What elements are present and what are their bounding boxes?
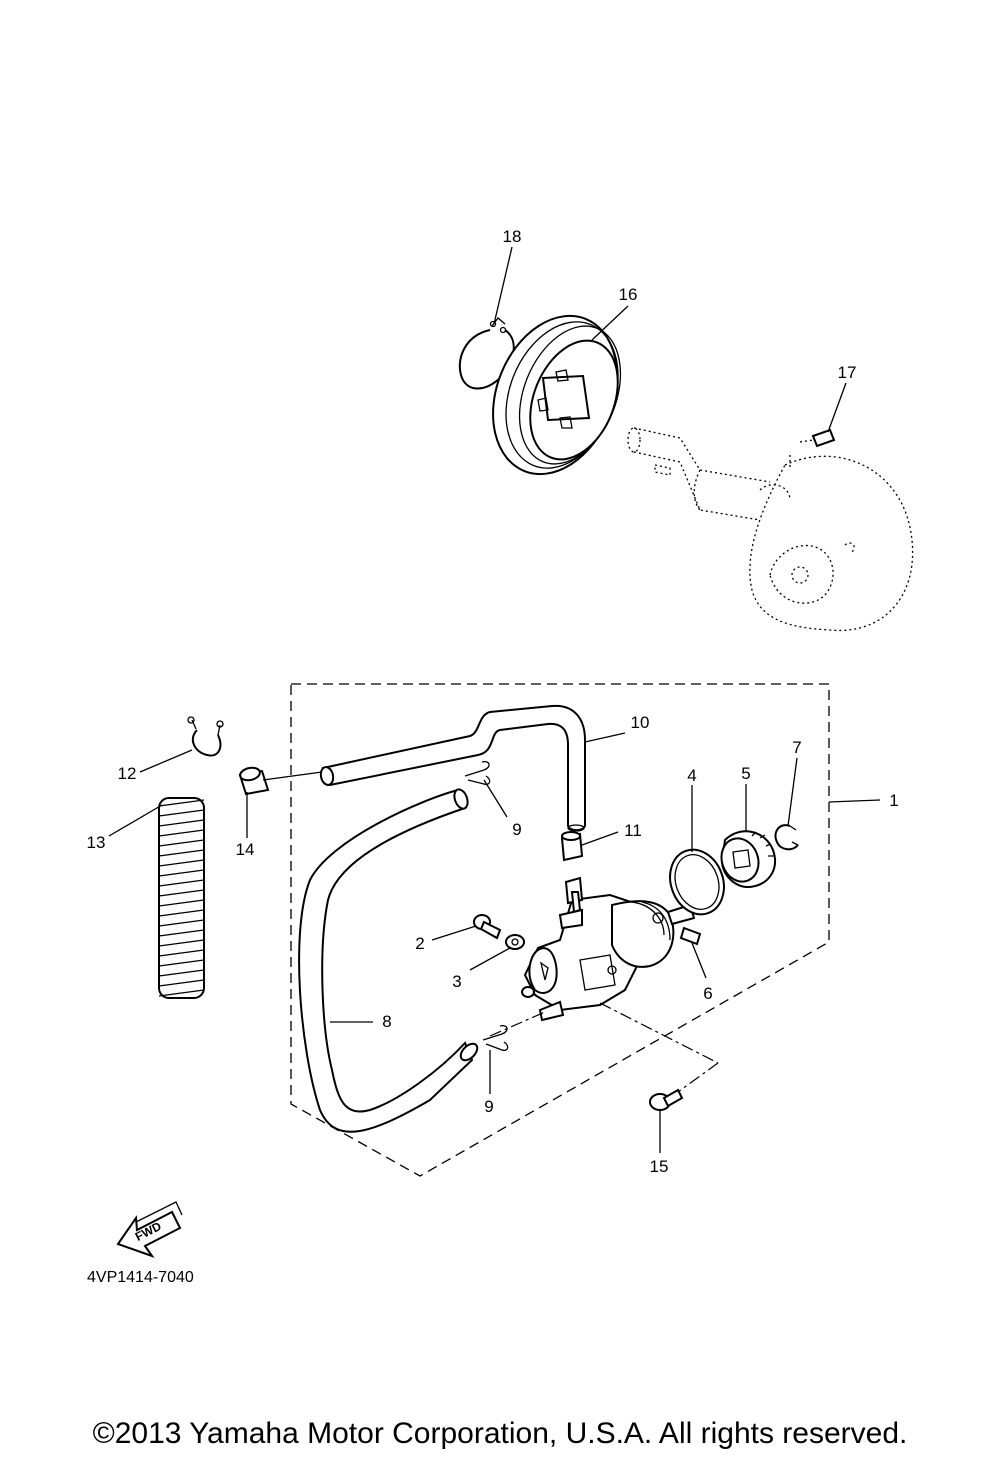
joint-14 — [238, 766, 270, 796]
clip-9-lower — [482, 1025, 509, 1052]
hose-8 — [298, 788, 479, 1133]
gear-5 — [720, 830, 776, 889]
bolt-2 — [473, 914, 502, 940]
callout-6: 6 — [703, 984, 712, 1003]
callout-4: 4 — [687, 766, 696, 785]
oil-pump-body — [521, 876, 696, 1022]
callout-16: 16 — [619, 285, 638, 304]
alignment-line — [677, 1062, 719, 1093]
fwd-arrow-icon: FWD — [116, 1201, 183, 1258]
washer-3 — [505, 934, 525, 950]
screw-15 — [649, 1088, 684, 1111]
pin-6 — [679, 926, 702, 946]
callout-10: 10 — [631, 713, 650, 732]
callout-12: 12 — [118, 764, 137, 783]
callout-9-lower: 9 — [484, 1097, 493, 1116]
o-ring-4 — [669, 848, 725, 916]
crankshaft — [627, 427, 914, 632]
pulley-16 — [492, 314, 622, 476]
diagram-code: 4VP1414-7040 — [87, 1269, 194, 1286]
hose-10 — [319, 704, 586, 832]
callout-13: 13 — [87, 833, 106, 852]
callout-3: 3 — [452, 972, 461, 991]
copyright-notice: ©2013 Yamaha Motor Corporation, U.S.A. A… — [93, 1417, 908, 1450]
callout-9-upper: 9 — [512, 820, 521, 839]
spring-13 — [158, 797, 205, 999]
leader-lines — [108, 246, 881, 1153]
callout-1: 1 — [889, 791, 898, 810]
callout-14: 14 — [236, 840, 255, 859]
callout-8: 8 — [382, 1012, 391, 1031]
alignment-line — [489, 1011, 546, 1037]
callout-15: 15 — [650, 1157, 669, 1176]
oil-pump-assembly-boundary — [290, 683, 830, 1177]
callout-7: 7 — [792, 738, 801, 757]
callout-11: 11 — [624, 821, 642, 840]
alignment-line — [599, 1002, 719, 1064]
clip-9-upper — [464, 761, 491, 786]
clamp-12 — [187, 716, 224, 757]
joint-11 — [560, 831, 584, 862]
callout-17: 17 — [838, 363, 857, 382]
pin-17 — [799, 428, 836, 448]
callout-5: 5 — [741, 764, 750, 783]
circlip-7 — [774, 824, 799, 851]
callout-18: 18 — [503, 227, 522, 246]
callout-2: 2 — [415, 934, 424, 953]
